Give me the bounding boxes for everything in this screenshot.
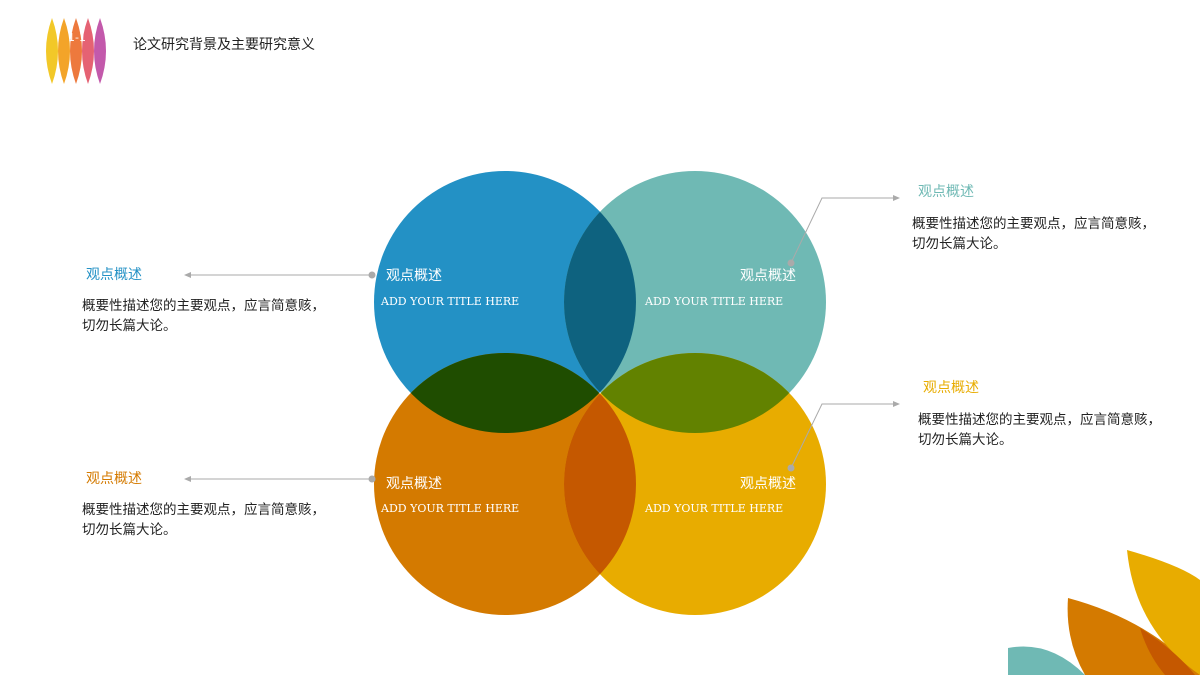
callout-left-top-body: 概要性描述您的主要观点，应言简意赅， 切勿长篇大论。 [82, 296, 342, 336]
petal-logo [46, 18, 106, 84]
circle-top-right-title: 观点概述 [740, 268, 796, 284]
circle-top-left-subtitle: ADD YOUR TITLE HERE [381, 295, 520, 308]
callout-right-bottom-body: 概要性描述您的主要观点，应言简意赅， 切勿长篇大论。 [918, 410, 1178, 450]
callout-right-bottom-line2: 切勿长篇大论。 [918, 432, 1013, 448]
circle-bottom-right-subtitle: ADD YOUR TITLE HERE [645, 502, 784, 515]
circle-top-left [374, 171, 636, 433]
callout-left-bottom-body: 概要性描述您的主要观点，应言简意赅， 切勿长篇大论。 [82, 500, 342, 540]
connector-right-top [787, 195, 900, 267]
circle-bottom-left [374, 353, 636, 615]
connector-left-top [184, 271, 376, 279]
circle-bottom-left-title: 观点概述 [386, 476, 442, 492]
callout-right-top-line2: 切勿长篇大论。 [912, 236, 1007, 252]
callout-left-top-line2: 切勿长篇大论。 [82, 318, 177, 334]
callout-right-top-title: 观点概述 [918, 184, 974, 200]
corner-leaves-decoration [1008, 550, 1200, 675]
circle-bottom-right-title: 观点概述 [740, 476, 796, 492]
circle-top-left-title: 观点概述 [386, 268, 442, 284]
callout-left-bottom-line1: 概要性描述您的主要观点，应言简意赅， [82, 502, 325, 518]
circle-bottom-left-subtitle: ADD YOUR TITLE HERE [381, 502, 520, 515]
callout-left-bottom-title: 观点概述 [86, 471, 142, 487]
connector-right-bottom [787, 401, 900, 472]
section-number: 1-1 [68, 31, 86, 44]
page-title: 论文研究背景及主要研究意义 [133, 37, 315, 53]
callout-right-top-line1: 概要性描述您的主要观点，应言简意赅， [912, 216, 1155, 232]
circle-top-right-subtitle: ADD YOUR TITLE HERE [645, 295, 784, 308]
callout-left-top-line1: 概要性描述您的主要观点，应言简意赅， [82, 298, 325, 314]
circle-bottom-right [564, 353, 826, 615]
callout-right-top-body: 概要性描述您的主要观点，应言简意赅， 切勿长篇大论。 [912, 214, 1172, 254]
callout-left-top-title: 观点概述 [86, 267, 142, 283]
circle-top-right [564, 171, 826, 433]
callout-right-bottom-line1: 概要性描述您的主要观点，应言简意赅， [918, 412, 1161, 428]
callout-left-bottom-line2: 切勿长篇大论。 [82, 522, 177, 538]
connector-left-bottom [184, 475, 376, 483]
callout-right-bottom-title: 观点概述 [923, 380, 979, 396]
